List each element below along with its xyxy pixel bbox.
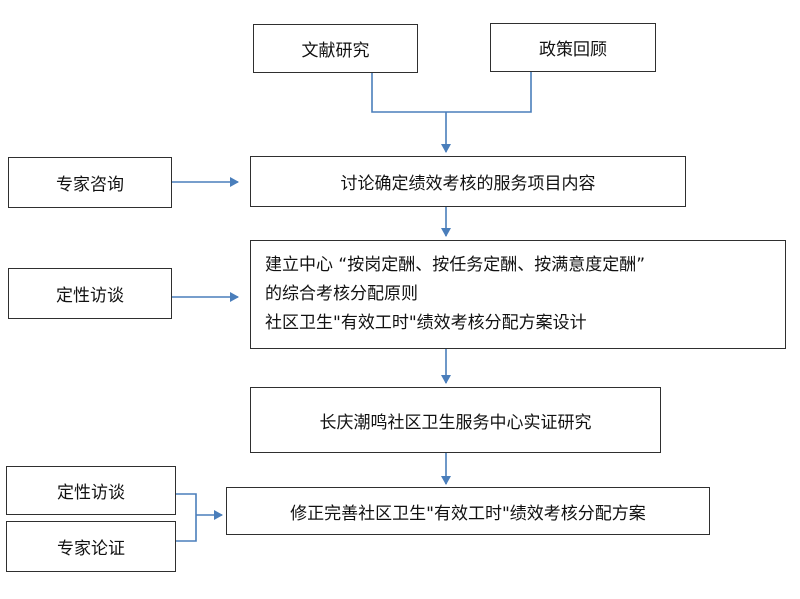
node-empirical-label: 长庆潮鸣社区卫生服务中心实证研究: [319, 412, 592, 433]
expert-argue-connector: [176, 515, 197, 542]
interview-2-connector: [176, 493, 197, 515]
principle-line-3: 社区卫生"有效工时"绩效考核分配方案设计: [265, 313, 587, 333]
node-discuss-service-items: 讨论确定绩效考核的服务项目内容: [250, 156, 686, 207]
node-policy-review: 政策回顾: [490, 23, 656, 72]
node-expert-consultation: 专家咨询: [8, 157, 172, 208]
node-literature-research: 文献研究: [253, 24, 418, 73]
node-empirical-study: 长庆潮鸣社区卫生服务中心实证研究: [250, 387, 661, 453]
node-discuss-label: 讨论确定绩效考核的服务项目内容: [340, 174, 596, 194]
principle-line-1: 建立中心 “按岗定酬、按任务定酬、按满意度定酬”: [265, 255, 646, 275]
node-literature-label: 文献研究: [301, 41, 370, 61]
literature-connector: [371, 72, 446, 113]
principle-line-2: 的综合考核分配原则: [265, 284, 418, 304]
node-revise-plan: 修正完善社区卫生"有效工时"绩效考核分配方案: [226, 487, 710, 535]
node-revise-label: 修正完善社区卫生"有效工时"绩效考核分配方案: [290, 503, 646, 524]
node-assessment-principle: 建立中心 “按岗定酬、按任务定酬、按满意度定酬” 的综合考核分配原则 社区卫生"…: [250, 240, 786, 349]
policy-connector: [446, 72, 532, 113]
node-expert-consult-label: 专家咨询: [56, 175, 124, 195]
node-policy-label: 政策回顾: [539, 40, 607, 60]
node-qualitative-interview-1: 定性访谈: [8, 268, 172, 319]
node-qualitative-interview-2: 定性访谈: [6, 466, 176, 515]
node-interview-2-label: 定性访谈: [57, 483, 125, 503]
node-expert-argue-label: 专家论证: [57, 539, 125, 559]
node-interview-1-label: 定性访谈: [56, 286, 124, 306]
node-expert-argumentation: 专家论证: [6, 521, 176, 572]
